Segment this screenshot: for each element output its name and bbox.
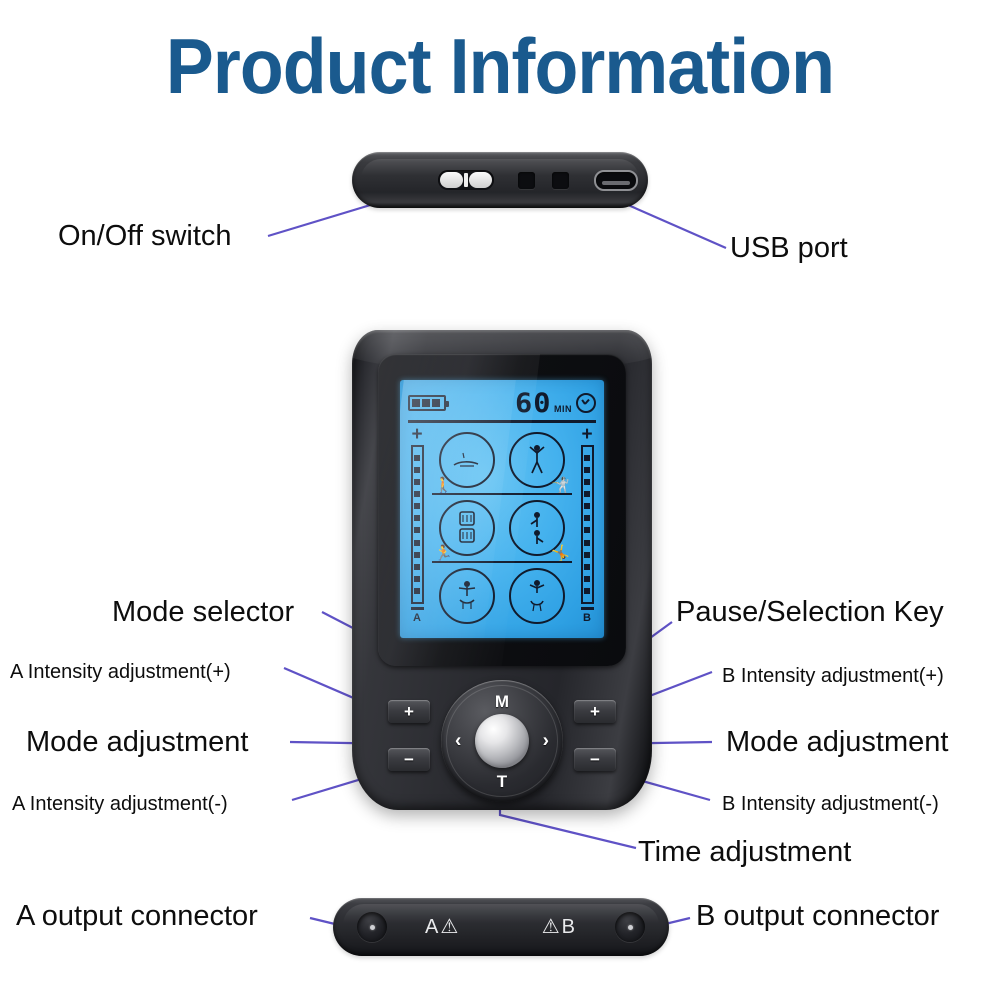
back-massage-icon (439, 500, 495, 556)
acupuncture-needle-icon (439, 432, 495, 488)
kicking-figure-icon: 🤺 (551, 477, 570, 494)
battery-icon (408, 395, 449, 411)
device-bottom-edge-view: A⚠ ⚠B (333, 898, 669, 956)
mode-icon-grid: 🚶 🤺 (432, 426, 572, 630)
callout-mode-selector: Mode selector (112, 596, 295, 628)
output-jack-b-icon[interactable] (615, 912, 645, 942)
rail-minus-a (410, 607, 424, 610)
callout-b-intensity-minus: B Intensity adjustment(-) (722, 793, 939, 815)
callout-mode-adjustment-left: Mode adjustment (26, 726, 249, 758)
rail-minus-b (580, 607, 594, 610)
lcd-display: 60 MIN + A + (400, 380, 604, 638)
channel-a-label: A (413, 612, 421, 624)
callout-usb-port: USB port (730, 232, 848, 264)
grid-row-separator (432, 560, 502, 563)
navigation-dpad[interactable]: M T ‹ › (441, 680, 563, 802)
callout-pause-selection-key: Pause/Selection Key (676, 596, 944, 628)
callout-a-intensity-plus: A Intensity adjustment(+) (10, 661, 231, 683)
callout-a-intensity-minus: A Intensity adjustment(-) (12, 793, 228, 815)
callout-a-output-connector: A output connector (16, 900, 258, 932)
on-off-switch-icon[interactable] (438, 170, 494, 190)
switch-half-left (440, 172, 463, 188)
arm-figure-icon (509, 500, 565, 556)
mode-cell-1: 🚶 (432, 426, 502, 495)
grid-row-separator (502, 492, 572, 495)
battery-segment (422, 399, 430, 407)
shoulder-figure-icon (439, 568, 495, 624)
lcd-status-bar: 60 MIN (408, 388, 596, 418)
screen-bezel: 60 MIN + A + (378, 354, 626, 666)
output-jack-a-icon[interactable] (357, 912, 387, 942)
time-key[interactable]: T (496, 772, 508, 791)
lunge-figure-icon: 🏃 (434, 545, 453, 562)
left-arrow-key[interactable]: ‹ (455, 730, 462, 752)
micro-usb-port-icon[interactable] (594, 170, 638, 191)
timer-readout: 60 MIN (515, 387, 596, 419)
mode-cell-4: 🤸 (502, 494, 572, 563)
rail-plus-a: + (411, 424, 423, 445)
rail-plus-b: + (581, 424, 593, 445)
switch-divider (464, 173, 468, 187)
callout-mode-adjustment-right: Mode adjustment (726, 726, 949, 758)
mode-cell-3: 🏃 (432, 494, 502, 563)
battery-segment (432, 399, 440, 407)
vent-square-icon (552, 172, 569, 189)
mode-cell-2: 🤺 (502, 426, 572, 495)
callout-b-intensity-plus: B Intensity adjustment(+) (722, 665, 944, 687)
callout-time-adjustment: Time adjustment (638, 836, 852, 868)
a-intensity-minus-button[interactable]: − (388, 748, 430, 771)
keypad: + − + − M T ‹ › (352, 670, 652, 810)
a-intensity-plus-button[interactable]: + (388, 700, 430, 723)
device-top-edge-view (352, 152, 648, 208)
grid-row-separator (432, 492, 502, 495)
leg-figure-icon (509, 568, 565, 624)
right-arrow-key[interactable]: › (542, 730, 549, 752)
mode-cell-5 (432, 562, 502, 630)
yoga-figure-icon: 🤸 (551, 545, 570, 562)
mode-cell-6 (502, 562, 572, 630)
callout-on-off-switch: On/Off switch (58, 220, 232, 252)
page-title: Product Information (165, 22, 835, 110)
intensity-rail-a: + A (406, 424, 428, 624)
grid-row-separator (502, 560, 572, 563)
pause-selection-button[interactable] (475, 714, 529, 768)
timer-unit: MIN (554, 403, 572, 414)
lcd-divider (408, 420, 596, 423)
b-intensity-plus-button[interactable]: + (574, 700, 616, 723)
vent-square-icon (518, 172, 535, 189)
rail-bar-a (410, 445, 424, 604)
walking-figure-icon: 🚶 (434, 477, 453, 494)
mode-key[interactable]: M (494, 692, 510, 711)
rail-bar-b (580, 445, 594, 604)
b-intensity-minus-button[interactable]: − (574, 748, 616, 771)
channel-b-label: B (583, 612, 591, 624)
switch-half-right (469, 172, 492, 188)
callout-b-output-connector: B output connector (696, 900, 940, 932)
battery-segment (412, 399, 420, 407)
clock-icon (576, 393, 596, 413)
port-b-marking: ⚠B (541, 916, 577, 938)
port-a-marking: A⚠ (425, 916, 461, 938)
intensity-rail-b: + B (576, 424, 598, 624)
tens-unit-device: 60 MIN + A + (352, 330, 652, 810)
stretch-figure-icon (509, 432, 565, 488)
timer-value: 60 (515, 387, 553, 419)
